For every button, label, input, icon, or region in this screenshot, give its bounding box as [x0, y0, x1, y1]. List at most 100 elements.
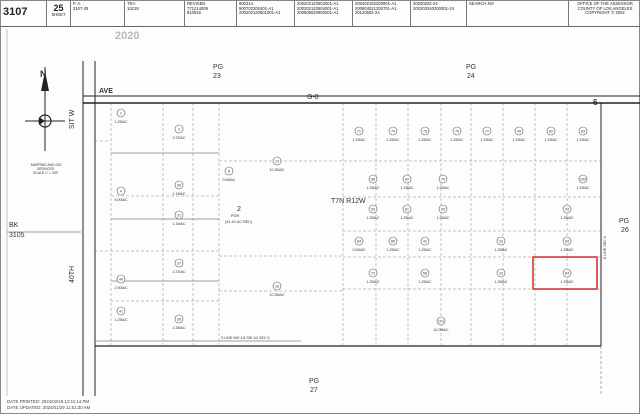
parcel-marker[interactable]: [482, 126, 492, 136]
parcel-number: 2: [120, 111, 122, 115]
parcel-marker[interactable]: [420, 126, 430, 136]
page-number-cell: 25 SHEET: [47, 1, 71, 26]
parcel-number: 83: [581, 129, 585, 133]
revision-6-1: 200402192200901-A1: [355, 1, 397, 6]
parcel-marker[interactable]: [546, 126, 556, 136]
parcel-area: 10.30tAC: [270, 168, 285, 172]
parcel-marker[interactable]: [402, 204, 412, 214]
revision-col-4: 900314 900702200401-A1 200202120501001-A…: [237, 1, 295, 26]
parcel-number: 60: [405, 177, 409, 181]
parcel-marker[interactable]: [578, 174, 588, 184]
office-line-2: COUNTY OF LOS ANGELES: [577, 5, 633, 11]
township-label: T7N R12W: [331, 198, 366, 205]
pg26-label: PG: [619, 218, 629, 225]
parcel-marker[interactable]: [272, 281, 282, 291]
parcel-number: 59: [371, 207, 375, 211]
parcel-area: 1.16tAC: [173, 222, 186, 226]
search-label: SEARCH NO: [469, 1, 494, 6]
parcel-marker[interactable]: [116, 108, 126, 118]
parcel-marker[interactable]: [174, 180, 184, 190]
parcel-marker[interactable]: [578, 126, 588, 136]
parcel-marker[interactable]: [562, 204, 572, 214]
parcel-number: 8: [228, 169, 230, 173]
parcel-number: 14: [275, 159, 279, 163]
office-cell: OFFICE OF THE ASSESSOR COUNTY OF LOS ANG…: [569, 1, 640, 26]
east-line-label: E LINE SEC 6: [603, 236, 607, 259]
parcel-area: 0.63tAC: [353, 248, 366, 252]
parcel-area: 5.00tAC: [115, 198, 128, 202]
parcel-marker[interactable]: [368, 204, 378, 214]
parcel-marker[interactable]: [174, 314, 184, 324]
parcel-marker[interactable]: [116, 306, 126, 316]
parcel-number: 58: [371, 177, 375, 181]
pg27-label: PG: [309, 378, 319, 385]
parcel-area: 1.25tAC: [513, 138, 526, 142]
parcel-marker[interactable]: [562, 268, 572, 278]
parcel-area: 1.25tAC: [387, 248, 400, 252]
tra-value: 10218: [127, 5, 139, 11]
parcel-number: 76: [455, 129, 459, 133]
parcel-area: 1.25tAC: [437, 186, 450, 190]
mapping-line-1: MAPPING AND GIS: [31, 163, 62, 167]
parcel-marker[interactable]: [116, 274, 126, 284]
parcel-number: 75: [423, 129, 427, 133]
office-line-3: COPYRIGHT © 2002: [585, 10, 625, 16]
revision-5-3: 200506020800201-A1: [297, 10, 339, 16]
parcel-marker[interactable]: [420, 236, 430, 246]
parcel-number: 95: [441, 207, 445, 211]
revision-col-6: 200402192200901-A1 200804021200701-A1 20…: [353, 1, 411, 26]
parcel-marker[interactable]: [562, 236, 572, 246]
section-number: 6: [593, 98, 598, 107]
avenue-g8-label: G-8: [307, 94, 319, 101]
parcel-marker[interactable]: [496, 268, 506, 278]
highlighted-parcel[interactable]: [532, 256, 598, 290]
parcel-area: 1.25tAC: [353, 138, 366, 142]
parcel-number: 79: [441, 177, 445, 181]
revision-5-1: 200202120502001-A1: [297, 1, 339, 6]
revised-line-1: 771214009: [187, 5, 208, 11]
parcel-marker[interactable]: [438, 174, 448, 184]
pg27-number: 27: [310, 387, 318, 394]
parcel-area: 1.25tAC: [419, 248, 432, 252]
parcel-number: 63: [565, 239, 569, 243]
parcel-number: 58: [423, 271, 427, 275]
parcel-marker[interactable]: [368, 268, 378, 278]
parcel-number: 4: [120, 189, 122, 193]
parcel-number: 38: [177, 317, 181, 321]
parcel-marker[interactable]: [354, 236, 364, 246]
parcel-marker[interactable]: [368, 174, 378, 184]
parcel-marker[interactable]: [496, 236, 506, 246]
north-arrow-icon: N: [25, 67, 65, 151]
pg26-number: 26: [621, 227, 629, 234]
parcel-area: 10.35tAC: [270, 293, 285, 297]
parcel-layer: 21.25tAC32.37tAC711.25tAC741.25tAC751.25…: [115, 108, 590, 332]
parcel-marker[interactable]: [436, 316, 446, 326]
parcel-number: 77: [485, 129, 489, 133]
pa-cell: P. A. 3107-25: [71, 1, 125, 26]
section-line-label: S LINE NW 1/4 SW 1/4 SEC 6: [221, 336, 270, 340]
parcel-area: 1.25tAC: [481, 138, 494, 142]
parcel-marker[interactable]: [224, 166, 234, 176]
parcel-marker[interactable]: [174, 210, 184, 220]
parcel-marker[interactable]: [514, 126, 524, 136]
parcel-number: 72: [371, 271, 375, 275]
revision-6-2: 200804021200701-A1: [355, 5, 397, 11]
parcel-marker[interactable]: [388, 126, 398, 136]
parcel-marker[interactable]: [116, 186, 126, 196]
parcel-marker[interactable]: [388, 236, 398, 246]
parcel-marker[interactable]: [452, 126, 462, 136]
parcel-area: 0.69tAC: [223, 178, 236, 182]
parcel-marker[interactable]: [402, 174, 412, 184]
parcel-marker[interactable]: [438, 204, 448, 214]
parcel-number: 42: [423, 239, 427, 243]
parcel-marker[interactable]: [272, 156, 282, 166]
parcel-marker[interactable]: [354, 126, 364, 136]
parcel-area: 2.37tAC: [173, 270, 186, 274]
parcel-marker[interactable]: [174, 124, 184, 134]
revision-4-1: 900314: [239, 1, 253, 6]
parcel-marker[interactable]: [174, 258, 184, 268]
parcel-marker[interactable]: [420, 268, 430, 278]
parcel-area: 1.25tAC: [115, 120, 128, 124]
tra-label: TRA: [127, 1, 136, 6]
